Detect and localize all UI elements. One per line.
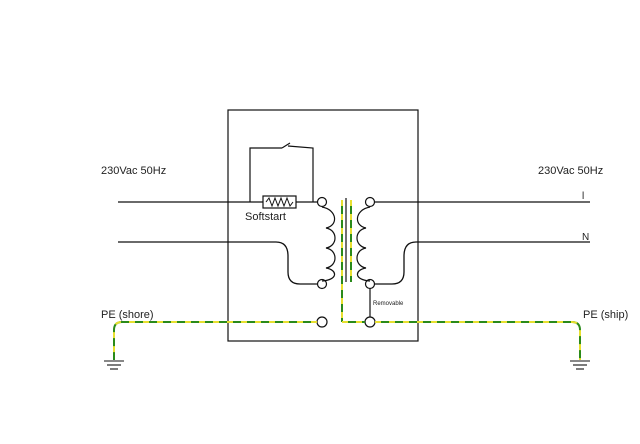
pe-wire-ship-yellow <box>342 321 581 360</box>
primary-terminal-top <box>316 196 328 208</box>
isolation-transformer-enclosure <box>227 109 419 342</box>
pe-ship-label: PE (ship) <box>583 309 628 321</box>
softstart-resistor-zigzag <box>265 196 294 208</box>
removable-label: Removable <box>373 301 404 307</box>
softstart-bypass-wire <box>249 145 314 202</box>
secondary-terminal-bottom <box>364 278 376 290</box>
primary-terminal-bottom <box>316 278 328 290</box>
ground-symbol-shore <box>104 360 124 370</box>
neutral-label: N <box>582 232 589 243</box>
neutral-wire-ship <box>375 241 590 285</box>
pe-wire-shore-yellow <box>113 321 317 360</box>
primary-winding <box>316 196 336 290</box>
bypass-switch <box>281 142 291 149</box>
softstart-label: Softstart <box>245 211 286 223</box>
neutral-wire-shore <box>118 241 317 285</box>
ground-symbol-ship <box>570 360 590 370</box>
secondary-terminal-top <box>364 196 376 208</box>
pe-shore-label: PE (shore) <box>101 309 154 321</box>
right-voltage-label: 230Vac 50Hz <box>538 165 603 177</box>
line-label: l <box>582 191 584 202</box>
pe-terminal-ship <box>364 316 376 328</box>
left-voltage-label: 230Vac 50Hz <box>101 165 166 177</box>
pe-terminal-shore <box>316 316 328 328</box>
secondary-winding <box>356 196 376 290</box>
